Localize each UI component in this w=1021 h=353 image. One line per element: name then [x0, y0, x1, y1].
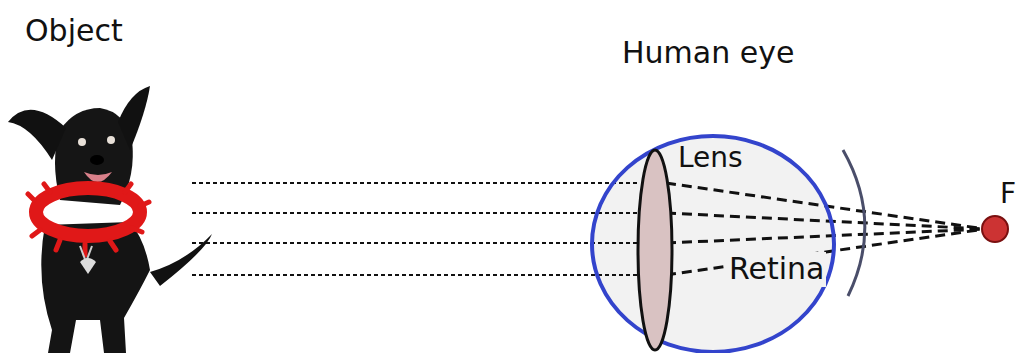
- object-label: Object: [25, 14, 123, 49]
- focal-point: [982, 216, 1008, 242]
- dog-illustration: [8, 86, 212, 353]
- incoming-ray: [192, 183, 640, 275]
- lens-label: Lens: [678, 142, 743, 174]
- retina-arc: [843, 150, 865, 296]
- eye-outline: Human eyeLens: [590, 134, 836, 353]
- lens-shape: [638, 150, 672, 350]
- retina-label: Retina: [727, 252, 826, 287]
- eye-heading: Human eye: [622, 36, 794, 71]
- lens-shape: [636, 148, 674, 352]
- lens-shape: Lens: [636, 148, 674, 352]
- eye-outline: [592, 136, 834, 352]
- focal-label: F: [1000, 178, 1016, 210]
